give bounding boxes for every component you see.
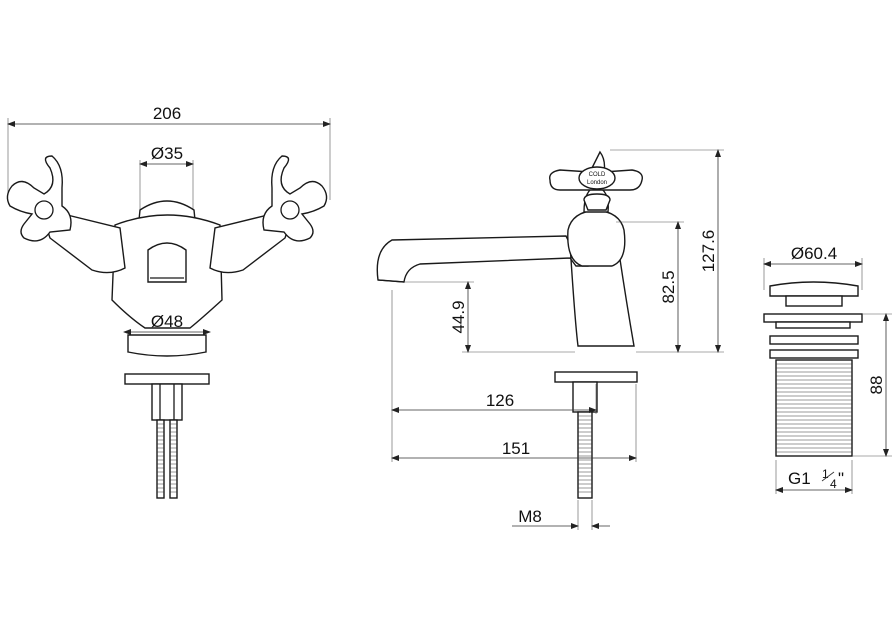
fraction-slash xyxy=(821,471,835,482)
label-dia-48: Ø48 xyxy=(151,312,183,331)
waste-seal-2 xyxy=(769,349,859,359)
label-dia-60-4: Ø60.4 xyxy=(791,244,837,263)
label-thread-num: 1 xyxy=(822,467,829,481)
label-44-9: 44.9 xyxy=(449,300,468,333)
waste-seal xyxy=(769,335,859,345)
left-cross-handle xyxy=(6,155,72,242)
washer-side xyxy=(554,371,638,383)
base-shroud xyxy=(127,334,207,357)
cold-indicator-disc xyxy=(578,166,616,190)
waste-flange-lower xyxy=(775,321,851,329)
label-82-5: 82.5 xyxy=(659,270,678,303)
disc-text-cold: COLD xyxy=(589,172,606,178)
label-m8: M8 xyxy=(518,507,542,526)
label-thread-suffix: " xyxy=(838,469,844,488)
label-151: 151 xyxy=(502,439,530,458)
waste-view: Ø60.4 88 G1 1 4 " xyxy=(763,244,892,494)
side-view: COLD London 127.6 82.5 44.9 126 151 xyxy=(376,149,724,530)
label-dia-35: Ø35 xyxy=(151,144,183,163)
handle-hub xyxy=(583,193,611,211)
label-thread-prefix: G1 xyxy=(788,469,811,488)
waste-stem-top xyxy=(785,295,843,307)
waste-cap xyxy=(769,281,859,297)
label-88: 88 xyxy=(867,376,886,395)
label-127-6: 127.6 xyxy=(699,230,718,273)
valve-body-side xyxy=(567,209,626,267)
waste-flange xyxy=(763,313,863,323)
aerator xyxy=(147,242,187,283)
label-206: 206 xyxy=(153,104,181,123)
label-thread-den: 4 xyxy=(830,477,837,491)
washer-front xyxy=(124,373,210,385)
spout-outlet xyxy=(377,279,405,283)
threaded-stud-side xyxy=(577,411,593,499)
nut-front xyxy=(151,383,183,421)
nut-side xyxy=(572,381,598,413)
label-126: 126 xyxy=(486,391,514,410)
disc-text-london: London xyxy=(587,180,607,186)
front-view: 206 Ø35 Ø48 xyxy=(6,104,331,499)
threaded-studs-front xyxy=(156,419,178,499)
right-cross-handle xyxy=(262,155,328,242)
waste-threaded-body xyxy=(775,359,853,457)
